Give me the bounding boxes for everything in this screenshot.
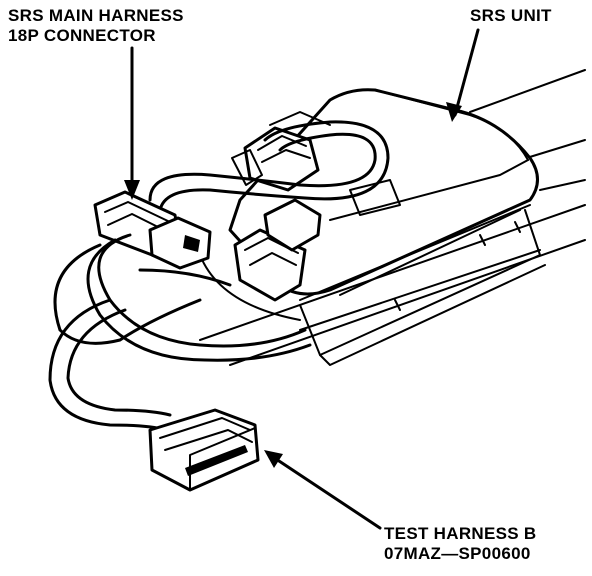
harness-connector-label-line1: SRS MAIN HARNESS — [8, 6, 184, 25]
test-harness-cable — [48, 233, 312, 432]
test-harness-label-line2: 07MAZ—SP00600 — [384, 544, 531, 563]
test-harness-label: TEST HARNESS B 07MAZ—SP00600 — [384, 524, 537, 564]
unit-front-connector — [233, 198, 322, 302]
harness-connector-label: SRS MAIN HARNESS 18P CONNECTOR — [8, 6, 184, 46]
srs-unit-label-text: SRS UNIT — [470, 6, 552, 25]
srs-main-harness-connector — [93, 190, 212, 270]
test-harness-b-connector — [148, 408, 260, 492]
leader-arrows — [124, 28, 480, 530]
upper-harness-loop — [148, 120, 390, 212]
test-harness-label-line1: TEST HARNESS B — [384, 524, 537, 543]
srs-unit-label: SRS UNIT — [470, 6, 552, 26]
harness-connector-label-line2: 18P CONNECTOR — [8, 26, 156, 45]
